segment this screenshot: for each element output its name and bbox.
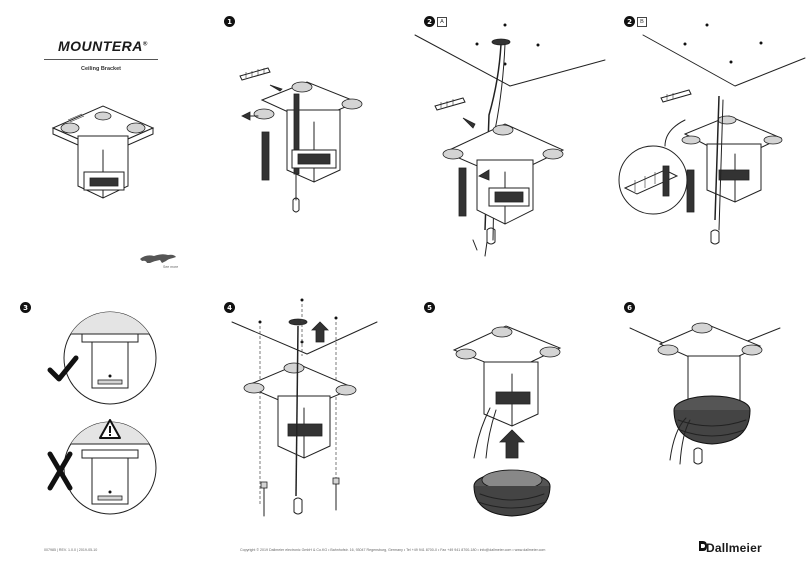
step-3-wrong-illustration — [63, 421, 157, 515]
step-6-illustration — [629, 322, 781, 465]
step-4-illustration — [231, 298, 378, 517]
copyright-notice: Copyright © 2019 Dallmeier electronic Gm… — [240, 548, 546, 552]
step-2a-sublabel: A — [437, 17, 447, 27]
step-2a-marker: 2 — [424, 16, 435, 27]
mascot-caption: See more — [163, 265, 179, 269]
step-6-marker: 6 — [624, 302, 635, 313]
cross-icon — [47, 451, 73, 491]
overview-bracket-illustration — [51, 105, 155, 199]
brand-name: MOUNTERA — [58, 38, 143, 54]
step-1-illustration — [239, 67, 363, 213]
step-1-marker: 1 — [224, 16, 235, 27]
document-reference: 007985 | REV. 1.0.0 | 2019-05-10 — [44, 548, 98, 552]
company-logo: Dallmeier — [706, 541, 762, 555]
panther-logo-icon — [140, 254, 176, 263]
step-5-illustration — [452, 325, 562, 517]
dallmeier-logo-icon — [699, 541, 707, 551]
page-subtitle: Ceiling Bracket — [80, 66, 122, 72]
step-4-marker: 4 — [224, 302, 235, 313]
warning-icon — [99, 419, 121, 439]
step-3-correct-illustration — [63, 311, 157, 405]
checkmark-icon — [47, 355, 79, 382]
step-2b-marker: 2 — [624, 16, 635, 27]
brand-divider — [44, 59, 158, 60]
bracket-rail — [239, 67, 271, 81]
step-2b-sublabel: B — [637, 17, 647, 27]
step-2b-illustration — [618, 23, 806, 245]
step-5-marker: 5 — [424, 302, 435, 313]
step-3-marker: 3 — [20, 302, 31, 313]
brand-title: MOUNTERA® — [58, 38, 148, 54]
brand-registered: ® — [142, 41, 148, 48]
step-2a-illustration — [414, 23, 606, 257]
